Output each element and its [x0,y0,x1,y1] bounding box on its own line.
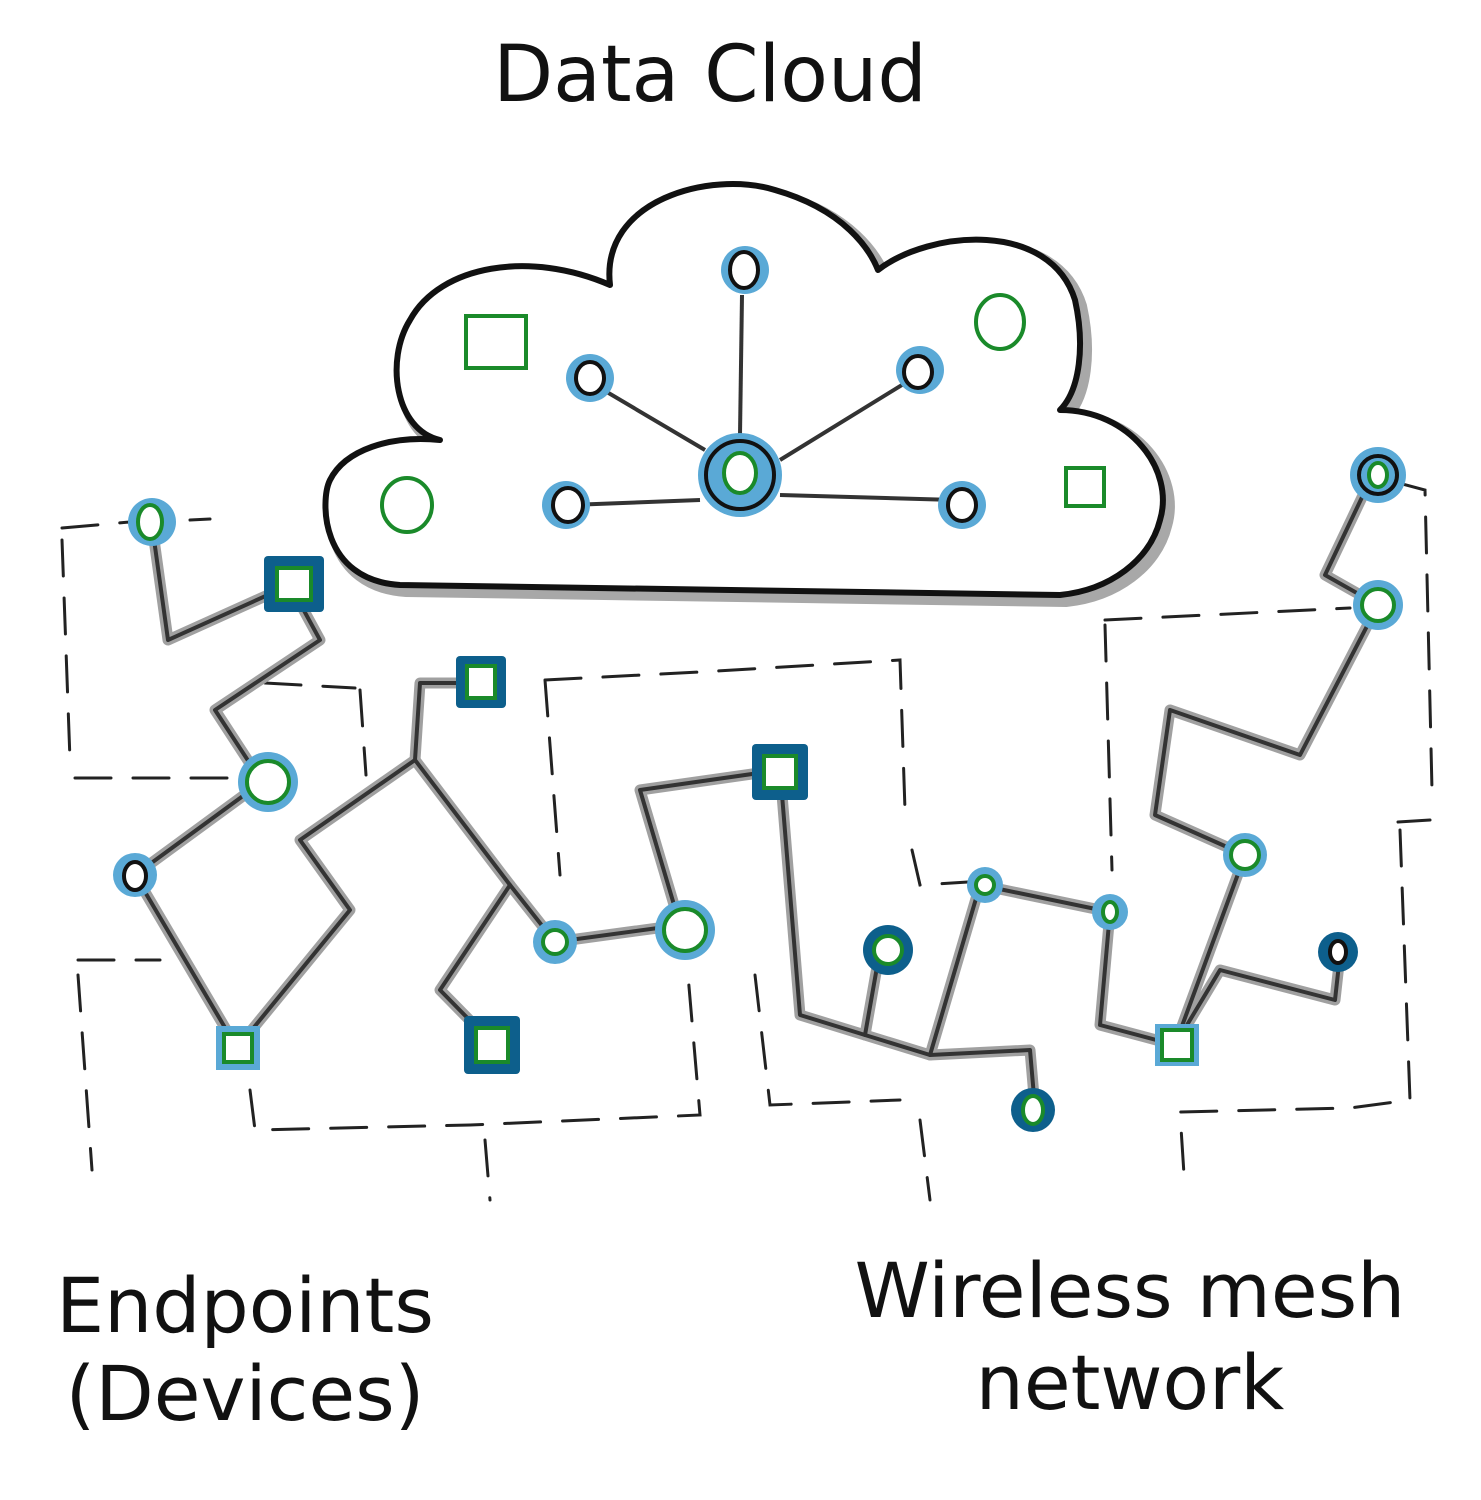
endpoints-label: Endpoints (Devices) [50,1262,440,1438]
region-box-5 [1103,480,1434,1192]
square-node-icon [464,314,528,370]
circle-node-icon [938,481,986,529]
mesh-label: Wireless mesh network [845,1245,1415,1429]
circle-node-icon [238,752,298,812]
cloud-outline [322,181,1166,598]
region-box-4 [483,973,932,1202]
mesh-label-line2: network [975,1338,1285,1427]
endpoints-label-line1: Endpoints [56,1261,434,1350]
square-node-icon [264,556,324,612]
mesh-label-line1: Wireless mesh [854,1246,1406,1335]
circle-node-icon [1223,833,1267,877]
circle-node-icon [1353,580,1403,630]
spoke-left [569,498,701,507]
cloud-label: Data Cloud [493,30,927,120]
square-node-icon [216,1026,260,1070]
region-box-1 [60,517,368,780]
mesh-nodes [113,447,1406,1132]
circle-node-icon [1350,447,1406,503]
cloud-decorations [380,293,1106,534]
circle-node-icon [655,900,715,960]
circle-node-icon [380,476,434,534]
square-node-icon [1064,466,1106,508]
spoke-right [779,493,956,502]
cloud-spokes [569,294,956,507]
circle-node-icon [1318,932,1358,972]
spoke-upper-right [778,378,912,462]
circle-node-icon [1092,894,1128,930]
circle-node-icon [1011,1088,1055,1132]
circle-node-icon [721,246,769,294]
spoke-upper-left [593,383,707,452]
circle-node-icon [566,354,614,402]
circle-node-icon [863,925,913,975]
square-node-icon [1155,1024,1199,1066]
circle-node-icon [113,853,157,897]
circle-node-icon [533,920,577,964]
circle-node-icon [967,867,1003,903]
region-box-3 [76,958,702,1172]
region-boxes [60,480,1434,1202]
square-node-icon [464,1016,520,1074]
spoke-top [738,294,744,436]
circle-node-icon [974,293,1026,351]
circle-node-icon [128,498,176,546]
region-box-2 [263,658,1002,887]
cloud-nodes [542,246,986,529]
circle-node-icon [542,481,590,529]
hub-node-icon [698,433,782,517]
endpoints-label-line2: (Devices) [65,1349,425,1438]
square-node-icon [752,744,808,800]
square-node-icon [456,656,506,708]
circle-node-icon [896,346,944,394]
